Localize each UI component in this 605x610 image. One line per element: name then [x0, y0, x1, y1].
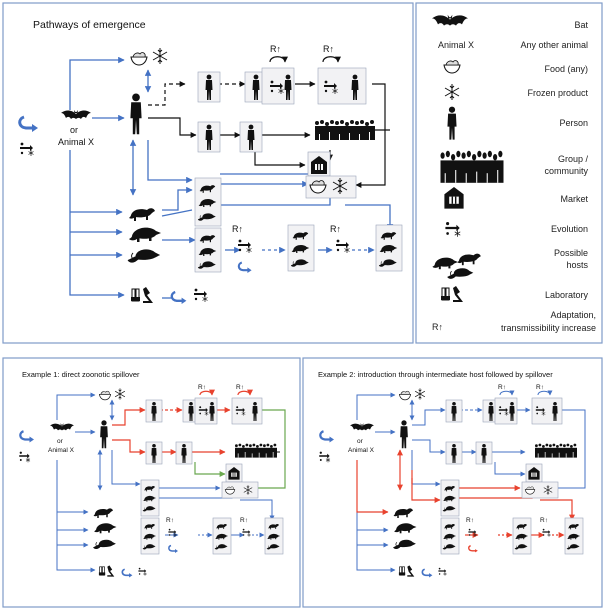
legend-label-food: Food (any): [544, 64, 588, 74]
transmission-arrows: [148, 56, 390, 188]
rt-label: R↑: [236, 384, 244, 391]
legend-label-person: Person: [559, 118, 588, 128]
top-panel-title: Pathways of emergence: [33, 19, 146, 31]
legend-label-lab: Laboratory: [545, 290, 589, 300]
rt-label: R↑: [540, 517, 548, 524]
legend-label-bat: Bat: [574, 20, 588, 30]
rt-label: R↑: [270, 44, 281, 54]
rt-label: R↑: [166, 517, 174, 524]
legend-label-group: Group /community: [544, 154, 588, 176]
example1-or-label: or: [57, 438, 64, 445]
rt-label: R↑: [232, 224, 243, 234]
rt-label: R↑: [323, 44, 334, 54]
legend-animal-x-label: Animal X: [438, 40, 474, 50]
rt-label: R↑: [240, 517, 248, 524]
example2-animal-x-label: Animal X: [348, 447, 375, 454]
source-animal-x-label: Animal X: [58, 137, 94, 147]
rt-label: R↑: [466, 517, 474, 524]
legend-rt-label: R↑: [432, 322, 443, 332]
example1-panel: Example 1: direct zoonotic spillover or …: [2, 357, 301, 608]
legend-label-frozen: Frozen product: [527, 88, 588, 98]
legend-label-market: Market: [560, 194, 588, 204]
source-or-label: or: [70, 125, 78, 135]
example2-or-label: or: [357, 438, 364, 445]
legend-label-any-animal: Any other animal: [520, 40, 588, 50]
example1-title: Example 1: direct zoonotic spillover: [22, 370, 140, 379]
rt-label: R↑: [498, 384, 506, 391]
top-panel-border: [2, 2, 414, 344]
legend-label-evolution: Evolution: [551, 224, 588, 234]
legend-label-adaptation: Adaptation,transmissibility increase: [501, 310, 596, 333]
rt-label: R↑: [536, 384, 544, 391]
example1-animal-x-label: Animal X: [48, 447, 75, 454]
example2-panel: Example 2: introduction through intermed…: [302, 357, 603, 608]
example2-title: Example 2: introduction through intermed…: [318, 370, 553, 379]
rt-label: R↑: [198, 384, 206, 391]
rt-label: R↑: [330, 224, 341, 234]
legend: Bat Animal X Any other animal Food (any)…: [415, 2, 603, 344]
top-panel: Pathways of emergence or Animal X: [2, 2, 414, 344]
example1-red-arrows: [112, 389, 253, 455]
